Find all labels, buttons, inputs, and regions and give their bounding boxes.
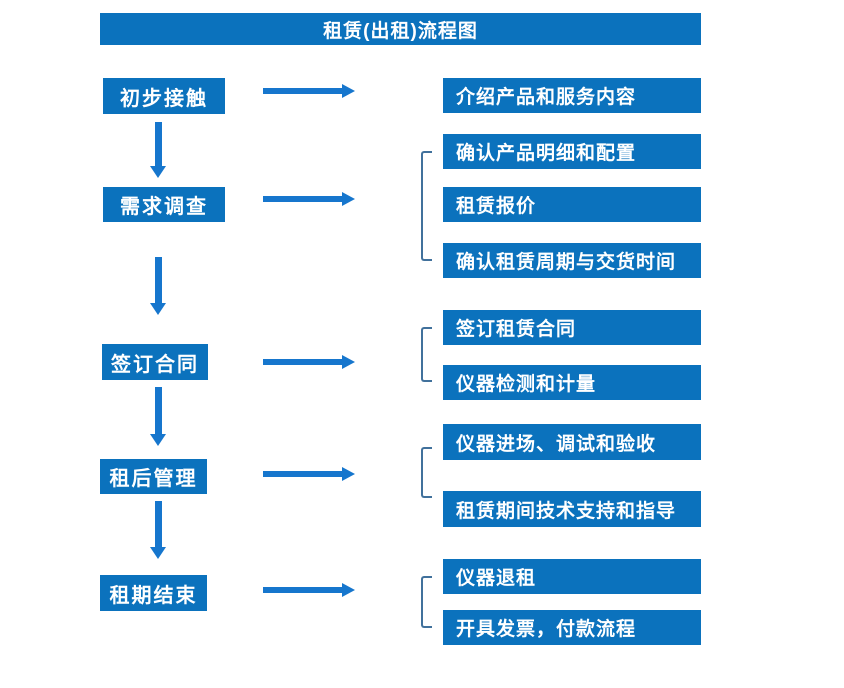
bracket-connector-sign-contract: [421, 327, 432, 382]
arrow-shaft: [263, 88, 342, 94]
flowchart-title: 租赁(出租)流程图: [100, 13, 701, 45]
arrow-shaft: [263, 196, 342, 202]
step-box-sign-contract: 签订合同: [102, 344, 208, 380]
arrow-head: [342, 355, 355, 369]
arrow-down-icon: [150, 501, 166, 559]
step-box-demand-survey: 需求调查: [103, 187, 225, 222]
arrow-right-icon: [263, 583, 355, 597]
arrow-down-icon: [150, 387, 166, 446]
detail-box-instrument-return: 仪器退租: [443, 559, 701, 594]
arrow-head: [342, 467, 355, 481]
arrow-right-icon: [263, 84, 355, 98]
detail-box-confirm-period-delivery: 确认租赁周期与交货时间: [443, 243, 701, 278]
arrow-shaft: [154, 501, 162, 547]
arrow-shaft: [154, 257, 162, 303]
arrow-down-icon: [150, 257, 166, 315]
bracket-connector-post-rental: [421, 447, 432, 498]
arrow-head: [342, 84, 355, 98]
arrow-head: [150, 166, 166, 178]
step-box-post-rental-management: 租后管理: [100, 459, 207, 494]
arrow-head: [342, 192, 355, 206]
detail-box-sign-rental-contract: 签订租赁合同: [443, 310, 701, 345]
arrow-head: [150, 303, 166, 315]
arrow-down-icon: [150, 122, 166, 178]
detail-box-instrument-setup-acceptance: 仪器进场、调试和验收: [443, 424, 701, 460]
detail-box-instrument-testing: 仪器检测和计量: [443, 365, 701, 400]
arrow-shaft: [154, 122, 162, 166]
arrow-shaft: [263, 471, 342, 477]
arrow-right-icon: [263, 192, 355, 206]
arrow-head: [150, 547, 166, 559]
arrow-head: [150, 434, 166, 446]
detail-box-introduce-products: 介绍产品和服务内容: [443, 78, 701, 113]
arrow-shaft: [154, 387, 162, 434]
arrow-head: [342, 583, 355, 597]
detail-box-invoice-payment: 开具发票，付款流程: [443, 610, 701, 645]
step-box-initial-contact: 初步接触: [103, 78, 225, 114]
detail-box-rental-quote: 租赁报价: [443, 187, 701, 222]
arrow-shaft: [263, 587, 342, 593]
arrow-shaft: [263, 359, 342, 365]
arrow-right-icon: [263, 467, 355, 481]
bracket-connector-rental-end: [421, 576, 432, 628]
detail-box-confirm-product-config: 确认产品明细和配置: [443, 134, 701, 169]
arrow-right-icon: [263, 355, 355, 369]
bracket-connector-demand-survey: [421, 151, 432, 261]
step-box-rental-end: 租期结束: [100, 575, 207, 611]
detail-box-tech-support: 租赁期间技术支持和指导: [443, 491, 701, 527]
